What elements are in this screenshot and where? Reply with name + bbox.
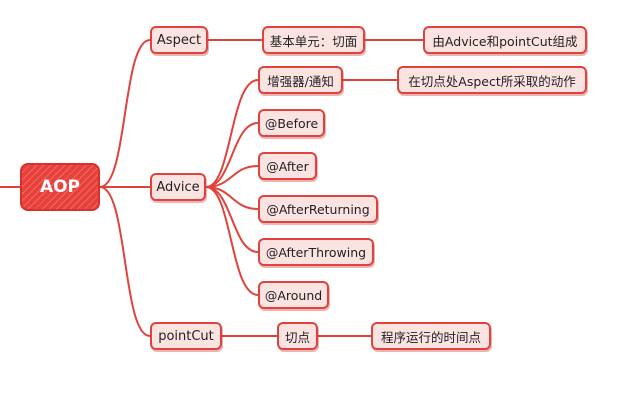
- advice-label: Advice: [156, 179, 200, 195]
- node-pointcut-point[interactable]: 切点: [277, 322, 318, 350]
- node-advice-enhancer[interactable]: 增强器/通知: [258, 66, 343, 94]
- aspect-label: Aspect: [156, 32, 202, 48]
- aspect-unit-label: 基本单元：切面: [269, 33, 358, 49]
- node-advice-afterthrowing[interactable]: @AfterThrowing: [258, 238, 374, 266]
- advice-around-label: @Around: [264, 287, 323, 303]
- node-aspect-unit[interactable]: 基本单元：切面: [262, 26, 365, 54]
- node-pointcut-time[interactable]: 程序运行的时间点: [371, 322, 491, 350]
- pointcut-point-label: 切点: [284, 329, 310, 345]
- node-advice-around[interactable]: @Around: [258, 281, 329, 309]
- link-advice-before: [205, 122, 259, 188]
- root-label: AOP: [39, 177, 81, 197]
- link-root-pointcut: [99, 186, 151, 337]
- advice-afterreturning-label: @AfterReturning: [266, 201, 370, 217]
- node-enhancer-detail[interactable]: 在切点处Aspect所采取的动作: [397, 66, 587, 94]
- node-advice-after[interactable]: @After: [258, 152, 317, 180]
- advice-before-label: @Before: [264, 115, 319, 131]
- link-root-aspect: [99, 39, 151, 188]
- advice-enhancer-label: 增强器/通知: [267, 73, 334, 89]
- advice-afterthrowing-label: @AfterThrowing: [265, 244, 367, 260]
- advice-after-label: @After: [266, 158, 309, 174]
- link-advice-after: [205, 165, 259, 188]
- node-aspect-composition[interactable]: 由Advice和pointCut组成: [423, 26, 587, 54]
- aspect-composition-label: 由Advice和pointCut组成: [432, 33, 578, 49]
- node-advice-before[interactable]: @Before: [258, 109, 325, 137]
- root-node-aop[interactable]: AOP: [20, 163, 100, 211]
- pointcut-label: pointCut: [158, 328, 214, 344]
- node-advice[interactable]: Advice: [150, 173, 206, 201]
- enhancer-detail-label: 在切点处Aspect所采取的动作: [408, 73, 576, 89]
- link-advice-around: [205, 186, 259, 296]
- node-aspect[interactable]: Aspect: [150, 26, 208, 54]
- node-pointcut[interactable]: pointCut: [150, 322, 222, 350]
- link-advice-enhancer: [205, 79, 259, 188]
- node-advice-afterreturning[interactable]: @AfterReturning: [258, 195, 378, 223]
- pointcut-time-label: 程序运行的时间点: [380, 329, 481, 345]
